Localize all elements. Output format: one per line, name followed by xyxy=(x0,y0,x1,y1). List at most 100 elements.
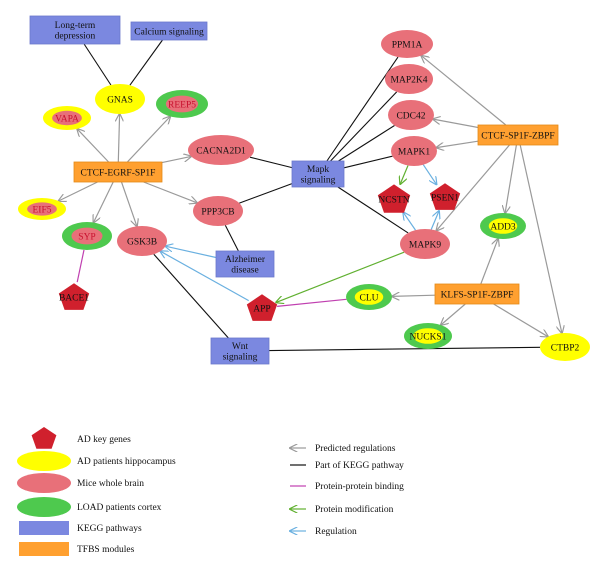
node-ppp3cb: PPP3CB xyxy=(193,196,243,226)
edge-mapk9-to-app xyxy=(276,251,405,302)
node-label-bace1: BACE1 xyxy=(59,293,89,303)
node-label-clu: CLU xyxy=(360,293,379,303)
node-label-ppp3cb: PPP3CB xyxy=(201,207,234,217)
node-cacna2d1: CACNA2D1 xyxy=(188,135,254,165)
legend-edge-label-regulation: Regulation xyxy=(315,527,357,537)
node-klfs-sp1f-zbpf: KLFS-SP1F-ZBPF xyxy=(434,283,520,305)
node-label-klfs-sp1f-zbpf: KLFS-SP1F-ZBPF xyxy=(441,290,514,300)
node-label-ppm1a: PPM1A xyxy=(392,40,423,50)
node-map2k4: MAP2K4 xyxy=(385,64,433,94)
legend-item-orange-rect: TFBS modules xyxy=(19,542,135,556)
legend-label-yellow-ellipse: AD patients hippocampus xyxy=(77,457,176,467)
edge-mapk1-to-ncstn xyxy=(400,165,409,185)
legend-label-pentagon: AD key genes xyxy=(77,435,131,445)
legend-item-yellow-ellipse: AD patients hippocampus xyxy=(17,451,176,471)
edge-cacna2d1-to-mapk-signaling xyxy=(249,156,293,169)
node-label-alzheimer-disease-line-2: disease xyxy=(231,266,258,276)
node-cdc42: CDC42 xyxy=(388,100,434,130)
node-bace1: BACE1 xyxy=(58,283,89,310)
edge-syp-to-bace1 xyxy=(76,249,85,283)
edge-ctcf-egrf-sp1f-to-eif5 xyxy=(59,181,98,201)
node-label-wnt-signaling-line-2: signaling xyxy=(223,353,258,363)
legend-item-green-ellipse: LOAD patients cortex xyxy=(17,497,162,517)
node-vapa: VAPA xyxy=(43,106,91,130)
node-label-app: APP xyxy=(253,304,270,314)
edge-mapk9-to-ncstn xyxy=(403,212,416,231)
edge-cdc42-to-mapk-signaling xyxy=(338,125,395,162)
node-label-alzheimer-disease-line-1: Alzheimer xyxy=(225,255,266,265)
node-ctcf-egrf-sp1f: CTCF-EGRF-SP1F xyxy=(73,161,163,183)
legend-item-pink-ellipse: Mice whole brain xyxy=(17,473,144,493)
legend-label-orange-rect: TFBS modules xyxy=(77,545,135,555)
node-clu: CLU xyxy=(346,284,392,310)
node-label-ncstn: NCSTN xyxy=(378,195,409,205)
edge-app-to-gsk3b xyxy=(160,251,249,302)
legend-edge-predicted: Predicted regulations xyxy=(290,444,396,454)
edge-calcium-signaling-to-gnas xyxy=(129,39,163,86)
node-gnas: GNAS xyxy=(95,84,145,114)
node-label-syp: SYP xyxy=(78,232,95,242)
edge-ctcf-sp1f-zbpf-to-ctbp2 xyxy=(519,144,562,333)
edge-ppp3cb-to-alzheimer-disease xyxy=(224,225,239,252)
node-label-mapk-signaling-line-1: Mapk xyxy=(307,165,329,175)
edge-ctcf-sp1f-zbpf-to-cdc42 xyxy=(433,119,479,129)
legend-label-green-ellipse: LOAD patients cortex xyxy=(77,503,162,513)
legend: AD key genes AD patients hippocampusMice … xyxy=(17,427,404,556)
edge-klfs-sp1f-zbpf-to-clu xyxy=(392,295,436,296)
edge-ctcf-egrf-sp1f-to-gsk3b xyxy=(120,181,137,226)
node-label-ctcf-egrf-sp1f: CTCF-EGRF-SP1F xyxy=(81,168,156,178)
edge-ctcf-egrf-sp1f-to-vapa xyxy=(77,129,110,163)
node-label-add3: ADD3 xyxy=(490,222,516,232)
node-syp: SYP xyxy=(62,222,112,250)
legend-edge-label-kegg: Part of KEGG pathway xyxy=(315,460,404,471)
edge-ctcf-sp1f-zbpf-to-mapk1 xyxy=(436,140,479,147)
legend-edge-ppi: Protein-protein binding xyxy=(290,482,404,492)
node-label-ctcf-sp1f-zbpf: CTCF-SP1F-ZBPF xyxy=(481,131,554,141)
edge-ctcf-egrf-sp1f-to-gnas xyxy=(118,114,119,163)
legend-item-blue-rect: KEGG pathways xyxy=(19,521,142,535)
node-label-eif5: EIF5 xyxy=(33,205,52,215)
edge-map2k4-to-mapk-signaling xyxy=(330,91,398,162)
node-label-psen1: PSEN1 xyxy=(431,193,459,203)
node-label-wnt-signaling-line-1: Wnt xyxy=(232,342,249,352)
node-label-calcium-signaling: Calcium signaling xyxy=(134,27,204,37)
edges-layer xyxy=(59,39,562,352)
edge-ctcf-egrf-sp1f-to-syp xyxy=(94,181,114,223)
node-ctbp2: CTBP2 xyxy=(540,333,590,361)
node-calcium-signaling: Calcium signaling xyxy=(130,21,208,41)
edge-klfs-sp1f-zbpf-to-add3 xyxy=(480,239,498,285)
edge-mapk1-to-mapk-signaling xyxy=(343,155,393,169)
edge-ctcf-egrf-sp1f-to-ppp3cb xyxy=(143,181,197,203)
edge-mapk9-to-mapk-signaling xyxy=(337,186,409,234)
legend-edge-label-ppi: Protein-protein binding xyxy=(315,482,404,492)
node-psen1: PSEN1 xyxy=(429,183,461,210)
edge-gsk3b-to-wnt-signaling xyxy=(153,253,229,339)
edge-ctcf-egrf-sp1f-to-reep5 xyxy=(126,117,170,163)
node-label-gnas: GNAS xyxy=(107,95,133,105)
node-mapk1: MAPK1 xyxy=(391,136,437,166)
legend-edge-modification: Protein modification xyxy=(290,504,394,515)
node-label-vapa: VAPA xyxy=(55,114,79,124)
node-label-nucks1: NUCKS1 xyxy=(410,332,447,342)
node-mapk9: MAPK9 xyxy=(400,229,450,259)
edge-ctcf-sp1f-zbpf-to-ppm1a xyxy=(421,56,507,126)
node-nucks1: NUCKS1 xyxy=(404,323,452,349)
edge-long-term-depression-to-gnas xyxy=(83,43,112,86)
legend-edge-regulation: Regulation xyxy=(290,527,357,537)
legend-edge-label-modification: Protein modification xyxy=(315,504,394,515)
node-reep5: REEP5 xyxy=(156,90,208,118)
node-label-cdc42: CDC42 xyxy=(396,111,425,121)
edge-klfs-sp1f-zbpf-to-ctbp2 xyxy=(493,303,548,337)
legend-label-pink-ellipse: Mice whole brain xyxy=(77,479,144,489)
legend-edge-kegg: Part of KEGG pathway xyxy=(290,460,404,471)
legend-item-pentagon: AD key genes xyxy=(31,427,131,449)
node-ppm1a: PPM1A xyxy=(381,30,433,58)
node-label-mapk-signaling-line-2: signaling xyxy=(301,176,336,186)
node-gsk3b: GSK3B xyxy=(117,226,167,256)
node-ctcf-sp1f-zbpf: CTCF-SP1F-ZBPF xyxy=(477,124,559,146)
node-label-long-term-depression-line-2: depression xyxy=(55,32,96,42)
